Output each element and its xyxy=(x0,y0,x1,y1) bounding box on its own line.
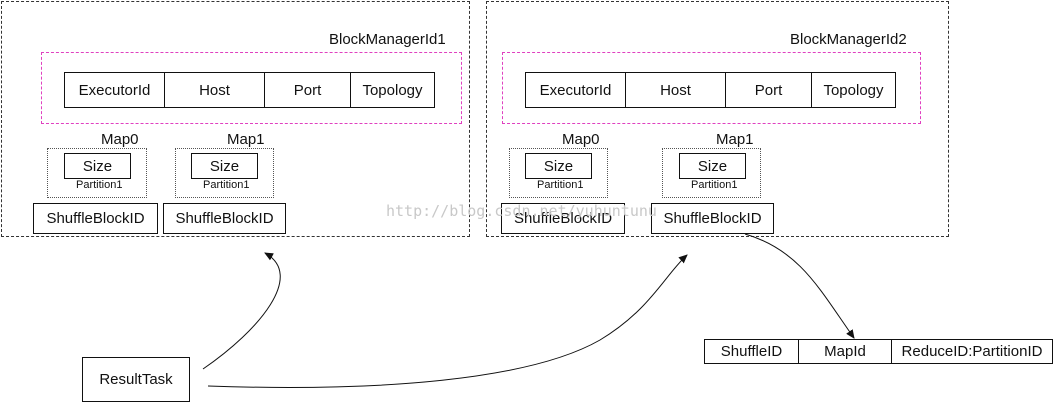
field-host: Host xyxy=(164,73,264,107)
map0-label: Map0 xyxy=(562,131,600,148)
field-host: Host xyxy=(625,73,725,107)
arrow-shuffleblockid-to-fields xyxy=(744,233,855,339)
field-port: Port xyxy=(725,73,811,107)
map0-group xyxy=(47,148,147,198)
result-task-box: ResultTask xyxy=(82,357,190,402)
map0-label: Map0 xyxy=(101,131,139,148)
map1-partition-label: Partition1 xyxy=(691,179,738,191)
block-manager-1 xyxy=(1,1,470,237)
map1-shuffle-block-id: ShuffleBlockID xyxy=(163,203,286,234)
map0-group xyxy=(509,148,608,198)
arrow-resulttask-to-manager2 xyxy=(207,254,688,388)
field-topology: Topology xyxy=(350,73,434,107)
map1-size-box: Size xyxy=(679,153,746,179)
block-manager-2-title: BlockManagerId2 xyxy=(790,31,907,48)
map1-shuffle-block-id: ShuffleBlockID xyxy=(651,203,774,234)
map0-shuffle-block-id: ShuffleBlockID xyxy=(501,203,625,234)
map1-partition-label: Partition1 xyxy=(203,179,250,191)
map1-group xyxy=(175,148,274,198)
block-manager-1-title: BlockManagerId1 xyxy=(329,31,446,48)
block-manager-1-fields-group xyxy=(41,52,462,124)
block-manager-2-fields-table: ExecutorId Host Port Topology xyxy=(525,72,896,108)
shuffle-block-id-fields: ShuffleID MapId ReduceID:PartitionID xyxy=(704,339,1053,364)
map0-partition-label: Partition1 xyxy=(537,179,584,191)
arrow-resulttask-to-manager1 xyxy=(202,252,281,370)
map1-label: Map1 xyxy=(227,131,265,148)
field-reduceid-partitionid: ReduceID:PartitionID xyxy=(891,340,1052,363)
map0-size-box: Size xyxy=(64,153,131,179)
field-topology: Topology xyxy=(811,73,895,107)
field-executorid: ExecutorId xyxy=(78,81,151,99)
map1-group xyxy=(662,148,761,198)
map1-label: Map1 xyxy=(716,131,754,148)
watermark-text: http://blog.csdn.net/yuhuntunu xyxy=(386,202,657,220)
block-manager-2-fields-group xyxy=(502,52,921,124)
field-shuffleid: ShuffleID xyxy=(720,343,783,360)
field-executorid: ExecutorId xyxy=(539,81,612,99)
block-manager-1-fields-table: ExecutorId Host Port Topology xyxy=(64,72,435,108)
map0-size-box: Size xyxy=(525,153,592,179)
map1-size-box: Size xyxy=(191,153,258,179)
field-port: Port xyxy=(264,73,350,107)
block-manager-2 xyxy=(486,1,949,237)
map0-partition-label: Partition1 xyxy=(76,179,123,191)
map0-shuffle-block-id: ShuffleBlockID xyxy=(33,203,158,234)
field-mapid: MapId xyxy=(798,340,891,363)
